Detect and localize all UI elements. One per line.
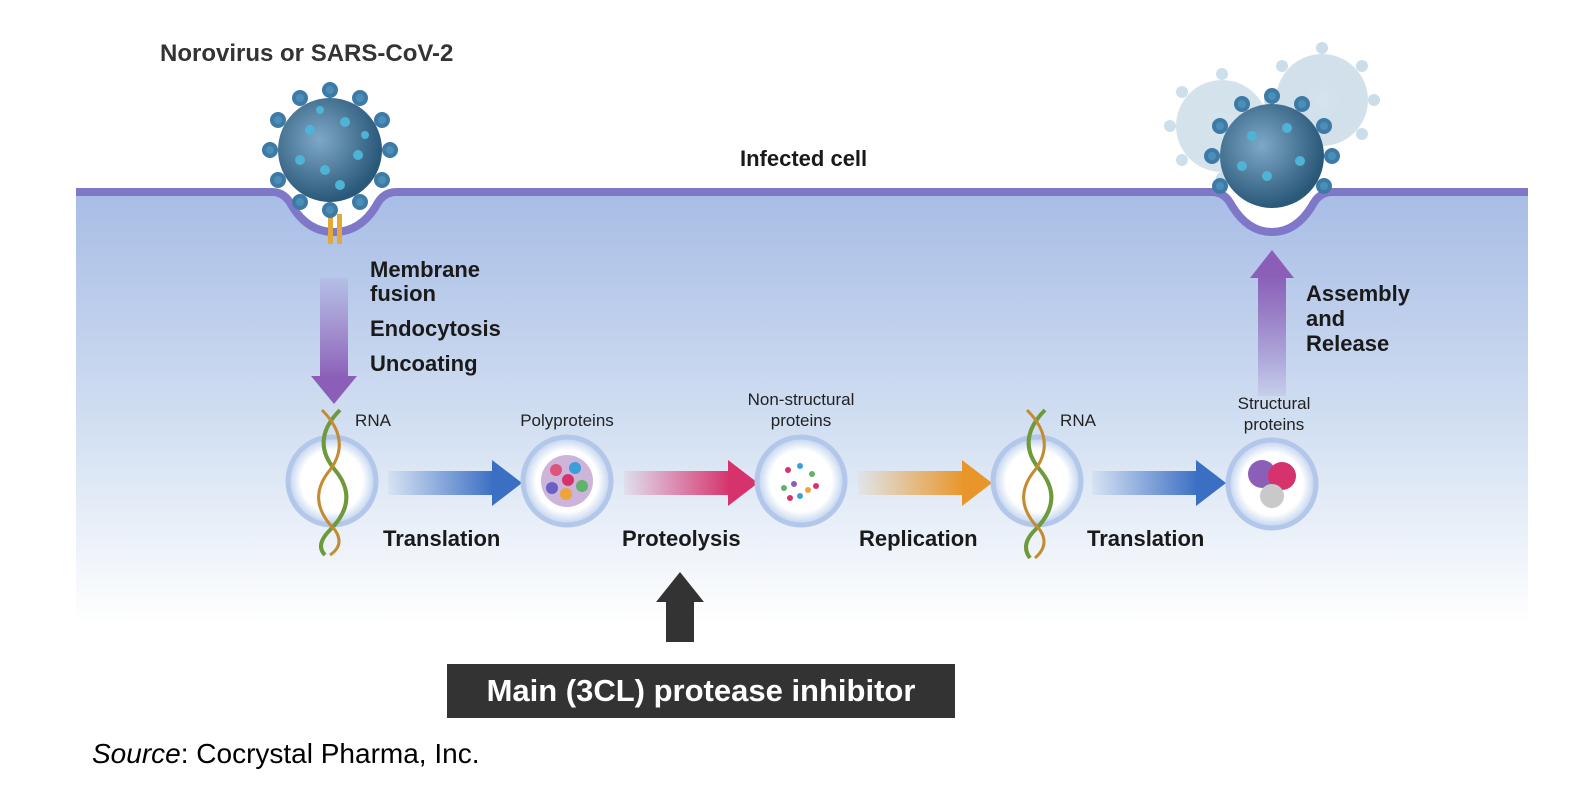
structural-protein-icon — [1248, 460, 1296, 508]
source-prefix: Source — [92, 738, 181, 769]
node-label-rna-2: RNA — [1060, 411, 1096, 430]
entry-step-membrane: Membrane — [370, 257, 481, 282]
node-label-nonstructural: Non-structural — [747, 390, 855, 409]
source-text: : Cocrystal Pharma, Inc. — [180, 738, 480, 769]
node-label-rna: RNA — [355, 411, 391, 430]
cell-membrane — [76, 188, 1528, 237]
process-label-translation-2: Translation — [1087, 526, 1205, 551]
structural-proteins-node — [1225, 437, 1319, 531]
source-note: Source: Cocrystal Pharma, Inc. — [92, 738, 479, 770]
protease-inhibitor-label: Main (3CL) protease inhibitor — [447, 664, 955, 718]
rna-helix-icon — [1024, 408, 1054, 560]
proteolysis-arrow — [624, 460, 758, 506]
node-label-polyproteins: Polyproteins — [520, 411, 614, 430]
process-label-replication: Replication — [859, 526, 978, 551]
exit-step-assembly: Assembly — [1306, 281, 1410, 306]
exit-step-and: and — [1306, 306, 1346, 331]
rna-helix-icon — [319, 408, 349, 557]
translation-arrow-1 — [388, 460, 522, 506]
exit-arrow — [1250, 250, 1294, 396]
receptor-icon — [328, 214, 342, 244]
polyproteins-node — [520, 434, 614, 528]
process-label-translation: Translation — [383, 526, 501, 551]
node-label-structural: Structural — [1237, 394, 1311, 413]
translation-arrow-2 — [1092, 460, 1226, 506]
entry-step-fusion: fusion — [370, 281, 436, 306]
rna-node-2 — [990, 408, 1084, 560]
replication-arrow — [858, 460, 992, 506]
process-label-proteolysis: Proteolysis — [622, 526, 741, 551]
cell-label: Infected cell — [740, 146, 868, 171]
cell-body — [76, 194, 1528, 624]
node-label-structural-2: proteins — [1243, 415, 1305, 434]
exit-step-release: Release — [1306, 331, 1390, 356]
scattered-proteins-icon — [781, 463, 819, 501]
entry-step-uncoating: Uncoating — [370, 351, 478, 376]
entry-arrow — [311, 278, 357, 404]
entry-step-endocytosis: Endocytosis — [370, 316, 501, 341]
budding-virus-icon — [1204, 88, 1340, 208]
protein-cluster-icon — [541, 455, 593, 507]
nonstructural-proteins-node — [754, 434, 848, 528]
node-label-nonstructural-2: proteins — [770, 411, 832, 430]
diagram-title: Norovirus or SARS-CoV-2 — [160, 40, 454, 67]
rna-node — [285, 408, 379, 557]
virus-icon — [262, 82, 398, 218]
inhibitor-arrow — [656, 572, 704, 642]
